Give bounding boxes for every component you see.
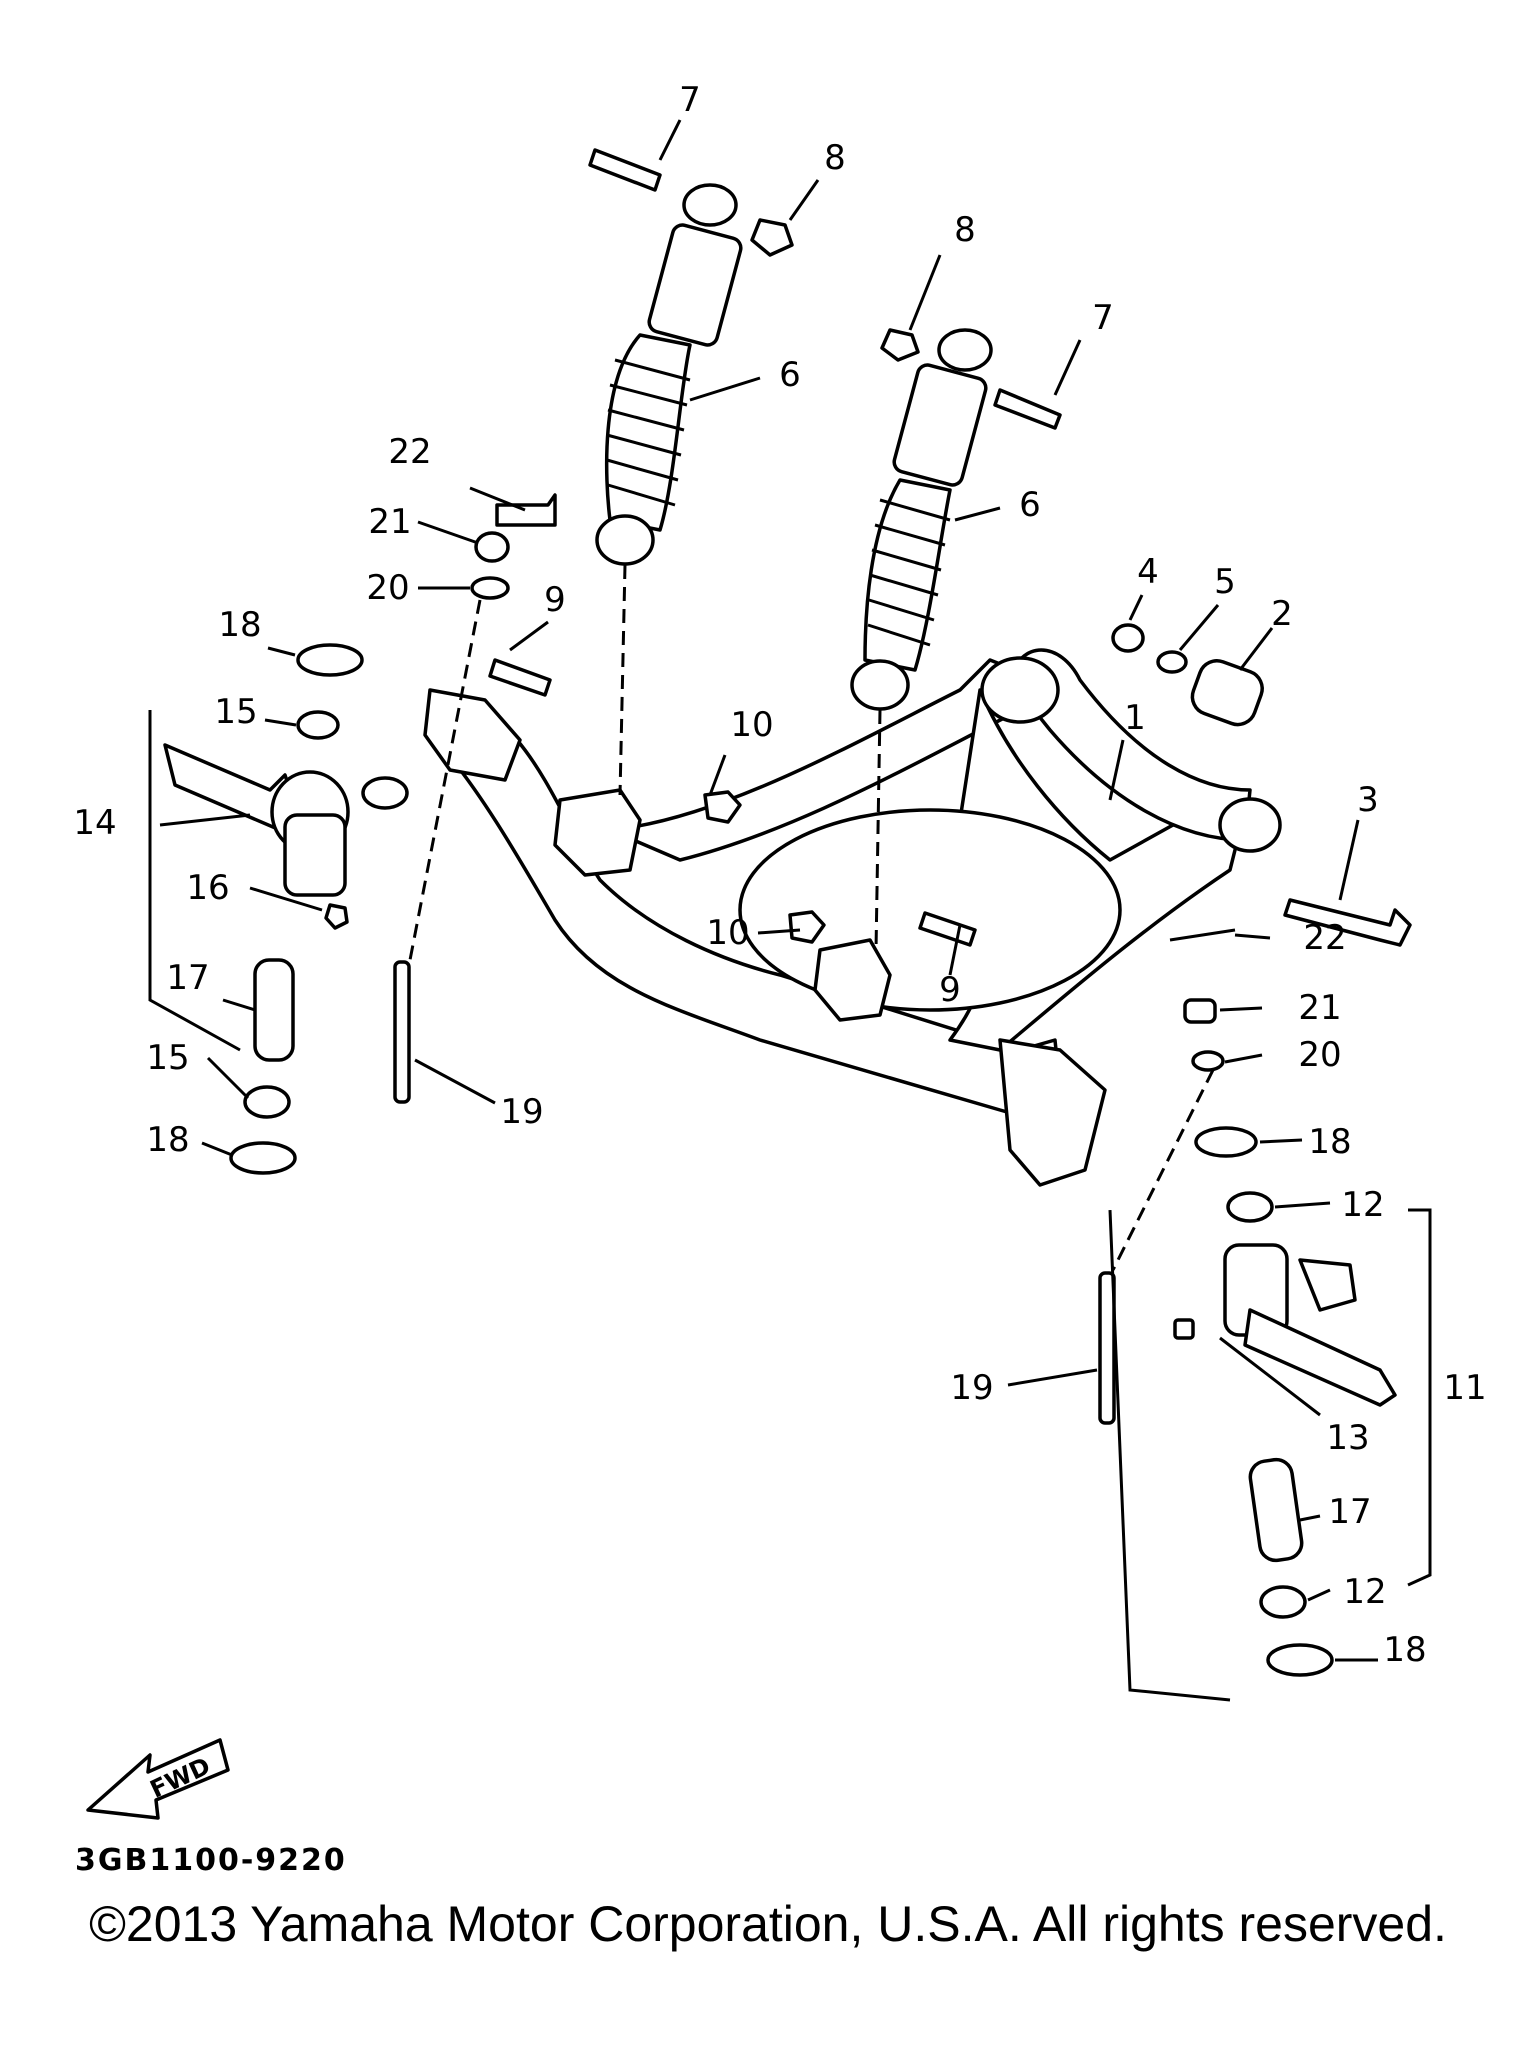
callout-5: 5 [1214,562,1236,602]
callout-3: 3 [1357,780,1379,820]
callout-21b: 21 [1298,988,1341,1028]
shock-absorber-left [595,183,743,566]
callout-8a: 8 [824,138,846,178]
callout-17a: 17 [166,958,209,998]
part-code: 3GB1100-9220 [75,1843,347,1878]
callout-18b: 18 [146,1120,189,1160]
callout-14: 14 [73,803,116,843]
knuckle-left [163,743,409,897]
callout-6b: 6 [1019,485,1041,525]
callout-2: 2 [1271,594,1293,634]
callout-7a: 7 [679,80,701,120]
swing-arm-frame [423,648,1282,1187]
callout-labels: 7 8 8 7 6 6 22 21 20 9 18 15 14 16 10 4 … [73,80,1486,1670]
callout-4: 4 [1137,552,1159,592]
callout-15a: 15 [214,692,257,732]
callout-9b: 9 [939,970,961,1010]
callout-15b: 15 [146,1038,189,1078]
callout-1: 1 [1124,698,1146,738]
callout-20b: 20 [1298,1035,1341,1075]
forward-arrow: FWD [86,1738,230,1820]
callout-7b: 7 [1092,298,1114,338]
callout-10b: 10 [706,913,749,953]
callout-10a: 10 [730,705,773,745]
callout-22a: 22 [388,432,431,472]
shock-absorber-right [850,328,993,711]
callout-18d: 18 [1383,1630,1426,1670]
leader-lines [148,119,1432,1702]
callout-19b: 19 [950,1368,993,1408]
callout-13: 13 [1326,1418,1369,1458]
callout-20a: 20 [366,568,409,608]
callout-11: 11 [1443,1368,1486,1408]
callout-9a: 9 [544,580,566,620]
callout-8b: 8 [954,210,976,250]
knuckle-right [1223,1243,1397,1407]
hardware [229,148,1412,1677]
callout-12a: 12 [1341,1185,1384,1225]
copyright-notice: ©2013 Yamaha Motor Corporation, U.S.A. A… [89,1896,1447,1952]
callout-18a: 18 [218,605,261,645]
callout-6a: 6 [779,355,801,395]
callout-12b: 12 [1343,1572,1386,1612]
callout-17b: 17 [1328,1492,1371,1532]
callout-16: 16 [186,868,229,908]
callout-21a: 21 [368,502,411,542]
callout-19a: 19 [500,1092,543,1132]
callout-22b: 22 [1303,918,1346,958]
callout-18c: 18 [1308,1122,1351,1162]
